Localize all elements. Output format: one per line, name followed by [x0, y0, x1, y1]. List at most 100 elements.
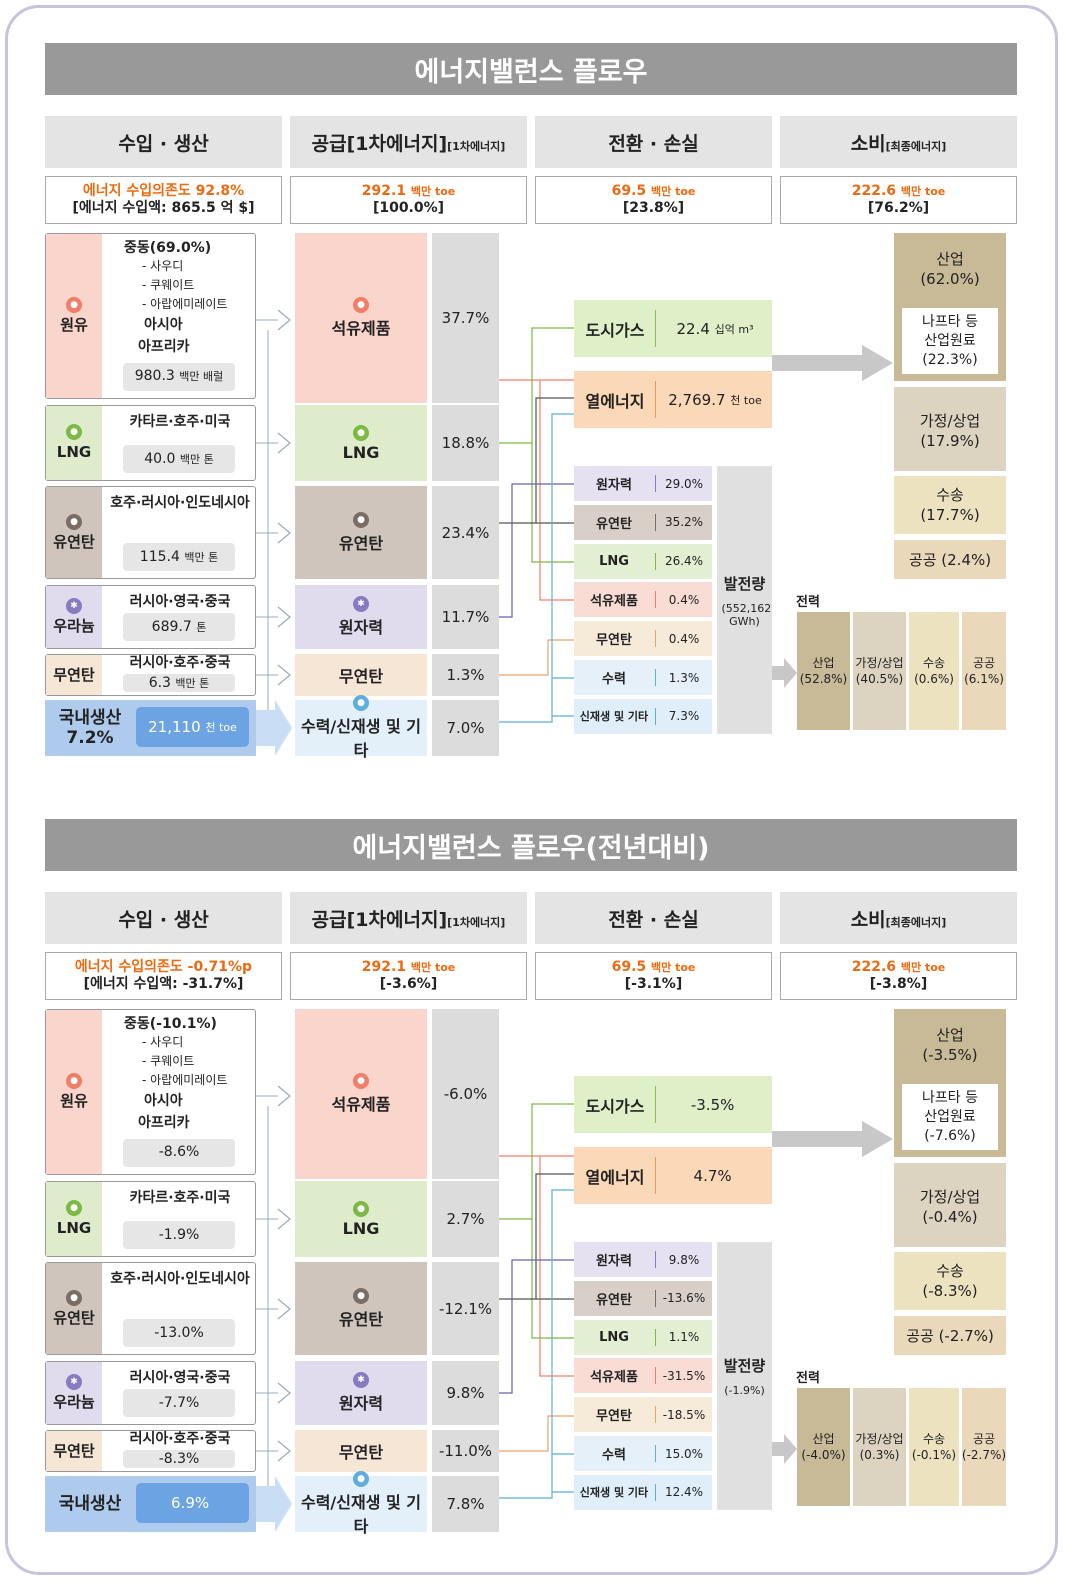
import-summary: 에너지 수입의존도 92.8%[에너지 수입액: 865.5 억 $]	[45, 176, 282, 224]
origin-text: 호주·러시아·인도네시아	[110, 1271, 250, 1287]
oil-origin: 중동(-10.1%)	[124, 1016, 217, 1032]
amount-value: 115.4	[139, 549, 180, 565]
header-supply: 공급[1차에너지][1차에너지]	[290, 892, 527, 944]
generation-value-4: 0.4%	[656, 621, 712, 656]
city-gas-number: 22.4	[676, 319, 710, 338]
header-label: 소비	[850, 908, 886, 931]
amount-value: 980.3	[134, 368, 175, 384]
supply-pct-3: 11.7%	[432, 585, 499, 649]
generation-total: 발전량(552,162 GWh)	[717, 466, 772, 734]
generation-label: 무연탄	[596, 633, 632, 649]
source-label: 원유	[60, 316, 88, 334]
electricity-item-value: (52.8%)	[799, 672, 848, 686]
header-label: 전환 · 손실	[608, 908, 699, 931]
generation-label: 유연탄	[596, 516, 632, 532]
anthracite-origin: 러시아·호주·중국	[104, 654, 256, 674]
electricity-item-label: 공공	[972, 656, 996, 670]
generation-value-4: -18.5%	[656, 1397, 712, 1432]
consumption-household: 가정/상업(-0.4%)	[894, 1163, 1006, 1247]
heat-divider	[655, 381, 656, 418]
electricity-3: 공공(6.1%)	[962, 612, 1006, 730]
household-value: (-0.4%)	[922, 1208, 978, 1226]
generation-total-label: 발전량	[723, 1357, 766, 1375]
city-gas-number: -3.5%	[690, 1095, 735, 1114]
generation-label: 신재생 및 기타	[579, 1486, 649, 1500]
supply-label: LNG	[342, 1218, 380, 1238]
city-gas-label-text: 도시가스	[585, 1096, 645, 1116]
heat-label: 열에너지	[576, 1147, 654, 1204]
source-label: 원유	[60, 1092, 88, 1110]
supply-label: 수력/신재생 및 기타	[300, 717, 422, 760]
amount-value: -7.7%	[158, 1395, 200, 1411]
header-supply: 공급[1차에너지][1차에너지]	[290, 116, 527, 168]
conv-summary: 69.5 백만 toe[23.8%]	[535, 176, 772, 224]
generation-row-4	[574, 621, 712, 657]
supply-pct-0: 37.7%	[432, 233, 499, 403]
generation-label: 수력	[602, 672, 626, 687]
generation-value-2: 26.4%	[656, 544, 712, 579]
electricity-item-label: 산업	[812, 1432, 835, 1446]
generation-value-6: 7.3%	[656, 699, 712, 734]
electricity-item-value: (-0.1%)	[911, 1448, 957, 1462]
section-title-text: 에너지밸런스 플로우(전년대비)	[352, 832, 710, 864]
generation-divider-4	[655, 1406, 656, 1424]
supply-pct: -6.0%	[443, 1085, 488, 1103]
domestic-amount-value: 6.9%	[171, 1494, 210, 1512]
consumption-public: 공공 (2.4%)	[894, 540, 1006, 579]
header-import: 수입 · 생산	[45, 892, 282, 944]
industry-value: (-3.5%)	[922, 1046, 978, 1064]
amount-unit: 백만 톤	[179, 453, 214, 466]
supply-pct: 9.8%	[446, 1384, 485, 1402]
electricity-2: 수송(0.6%)	[909, 612, 959, 730]
generation-label: 신재생 및 기타	[579, 710, 649, 724]
supply-4: 무연탄	[295, 654, 427, 696]
domestic-unit: 천 toe	[205, 721, 237, 734]
source-lng-tag: ●LNG	[46, 1182, 102, 1256]
consumption-household: 가정/상업(17.9%)	[894, 387, 1006, 471]
origin-text: 호주·러시아·인도네시아	[110, 495, 250, 511]
import-dependency: 에너지 수입의존도 92.8%	[82, 183, 245, 199]
lng-amount: -1.9%	[123, 1221, 235, 1249]
oil-origin-sub: - 사우디	[142, 1035, 184, 1049]
source-lng-tag: ●LNG	[46, 406, 102, 480]
amount-unit: 톤	[196, 621, 207, 634]
domestic-pct: 7.2%	[66, 728, 114, 748]
generation-divider-5	[655, 669, 656, 686]
generation-row-2	[574, 1319, 712, 1355]
anthracite-amount: -8.3%	[123, 1450, 235, 1468]
generation-row-2	[574, 543, 712, 579]
generation-label-2: LNG	[574, 1320, 654, 1355]
supply-pct: -12.1%	[438, 1299, 493, 1318]
generation-divider-5	[655, 1445, 656, 1462]
electricity-item-label: 수송	[922, 1432, 946, 1446]
naphtha-line1: 나프타 등	[922, 1089, 978, 1106]
lng-origin: 카타르·호주·미국	[104, 1189, 256, 1209]
gas-icon: ●	[66, 1200, 82, 1216]
import-amount: [에너지 수입액: 865.5 억 $]	[72, 200, 255, 216]
origin-text: 러시아·호주·중국	[129, 655, 231, 671]
electricity-item-label: 가정/상업	[855, 1432, 904, 1446]
supply-pct-1: 18.8%	[432, 405, 499, 481]
atom-icon: ✱	[353, 1372, 369, 1388]
oil-amount: 980.3 백만 배럴	[123, 363, 235, 391]
oil-origin-sub: - 아랍에미레이트	[142, 1073, 228, 1087]
supply-pct: [100.0%]	[372, 200, 445, 216]
city-gas-label: 도시가스	[576, 300, 654, 357]
source-label: LNG	[56, 443, 92, 461]
domestic-label: 국내생산	[48, 1480, 132, 1528]
supply-3: ✱원자력	[295, 1361, 427, 1425]
transport-label: 수송	[936, 486, 964, 504]
supply-2: ●유연탄	[295, 1262, 427, 1355]
cons-pct: [76.2%]	[867, 200, 930, 216]
header-subscript: [최종에너지]	[885, 139, 947, 153]
conv-value: 69.5	[611, 959, 647, 975]
domestic-label-text: 국내생산	[58, 708, 122, 728]
oil-origin: 중동(69.0%)	[124, 240, 212, 256]
header-label: 소비	[850, 132, 886, 155]
generation-label: 석유제품	[590, 594, 638, 610]
generation-value: 1.3%	[668, 670, 700, 685]
generation-value: 9.8%	[668, 1252, 700, 1267]
conv-unit: 백만 toe	[651, 961, 696, 974]
